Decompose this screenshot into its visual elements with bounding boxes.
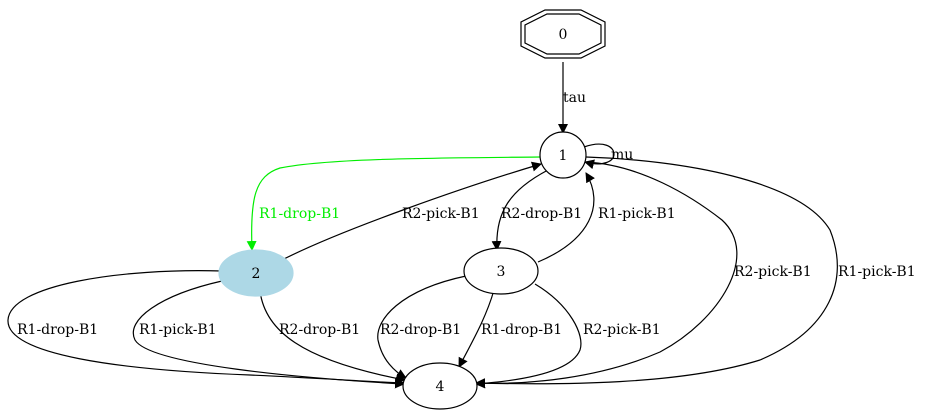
edge-label-3-1: R1-pick-B1 (598, 206, 676, 222)
edge-label-3-4-r2pick: R2-pick-B1 (583, 322, 661, 338)
edge-label-1-2: R1-drop-B1 (259, 206, 340, 222)
edge-label-2-4-r1pick: R1-pick-B1 (139, 322, 217, 338)
edge-1-4-r2pick (475, 161, 738, 389)
node-label-0: 0 (559, 27, 568, 43)
edge-label-1-3: R2-drop-B1 (501, 206, 582, 222)
edge-label-2-4-r1drop: R1-drop-B1 (17, 322, 98, 338)
nodes: 0 1 2 3 4 (218, 9, 606, 410)
edge-3-4-r2pick (475, 283, 582, 389)
edge-2-4-r1pick (132, 280, 405, 389)
node-label-2: 2 (252, 266, 261, 282)
edge-label-3-4-r2drop: R2-drop-B1 (380, 322, 461, 338)
edge-1-2 (246, 156, 541, 251)
edge-label-1-4-r1pick: R1-pick-B1 (838, 264, 916, 280)
edge-2-1 (279, 161, 542, 262)
node-4: 4 (402, 362, 478, 410)
edge-label-2-4-r2drop: R2-drop-B1 (279, 322, 360, 338)
node-3: 3 (463, 247, 539, 295)
edge-2-4-r2drop (259, 290, 406, 384)
edge-3-4-r2drop (377, 275, 467, 379)
node-label-4: 4 (436, 379, 445, 395)
edge-1-4-r1pick (475, 156, 838, 389)
edge-label-0-1: tau (563, 90, 586, 106)
edge-3-1 (537, 172, 595, 263)
edge-1-3 (491, 169, 549, 251)
edge-label-1-4-r2pick: R2-pick-B1 (734, 264, 812, 280)
node-label-3: 3 (497, 264, 506, 280)
edge-labels: tau mu R1-drop-B1 R2-pick-B1 R2-drop-B1 … (17, 90, 916, 338)
edge-label-2-1: R2-pick-B1 (402, 206, 480, 222)
edge-3-4-r1drop (458, 289, 495, 368)
edges (7, 62, 838, 389)
edge-label-1-1: mu (611, 147, 633, 163)
edge-1-1 (583, 143, 615, 170)
node-2: 2 (218, 249, 294, 297)
edge-label-3-4-r1drop: R1-drop-B1 (481, 322, 562, 338)
node-label-1: 1 (559, 148, 568, 164)
node-0: 0 (520, 9, 606, 59)
node-1: 1 (539, 131, 587, 179)
